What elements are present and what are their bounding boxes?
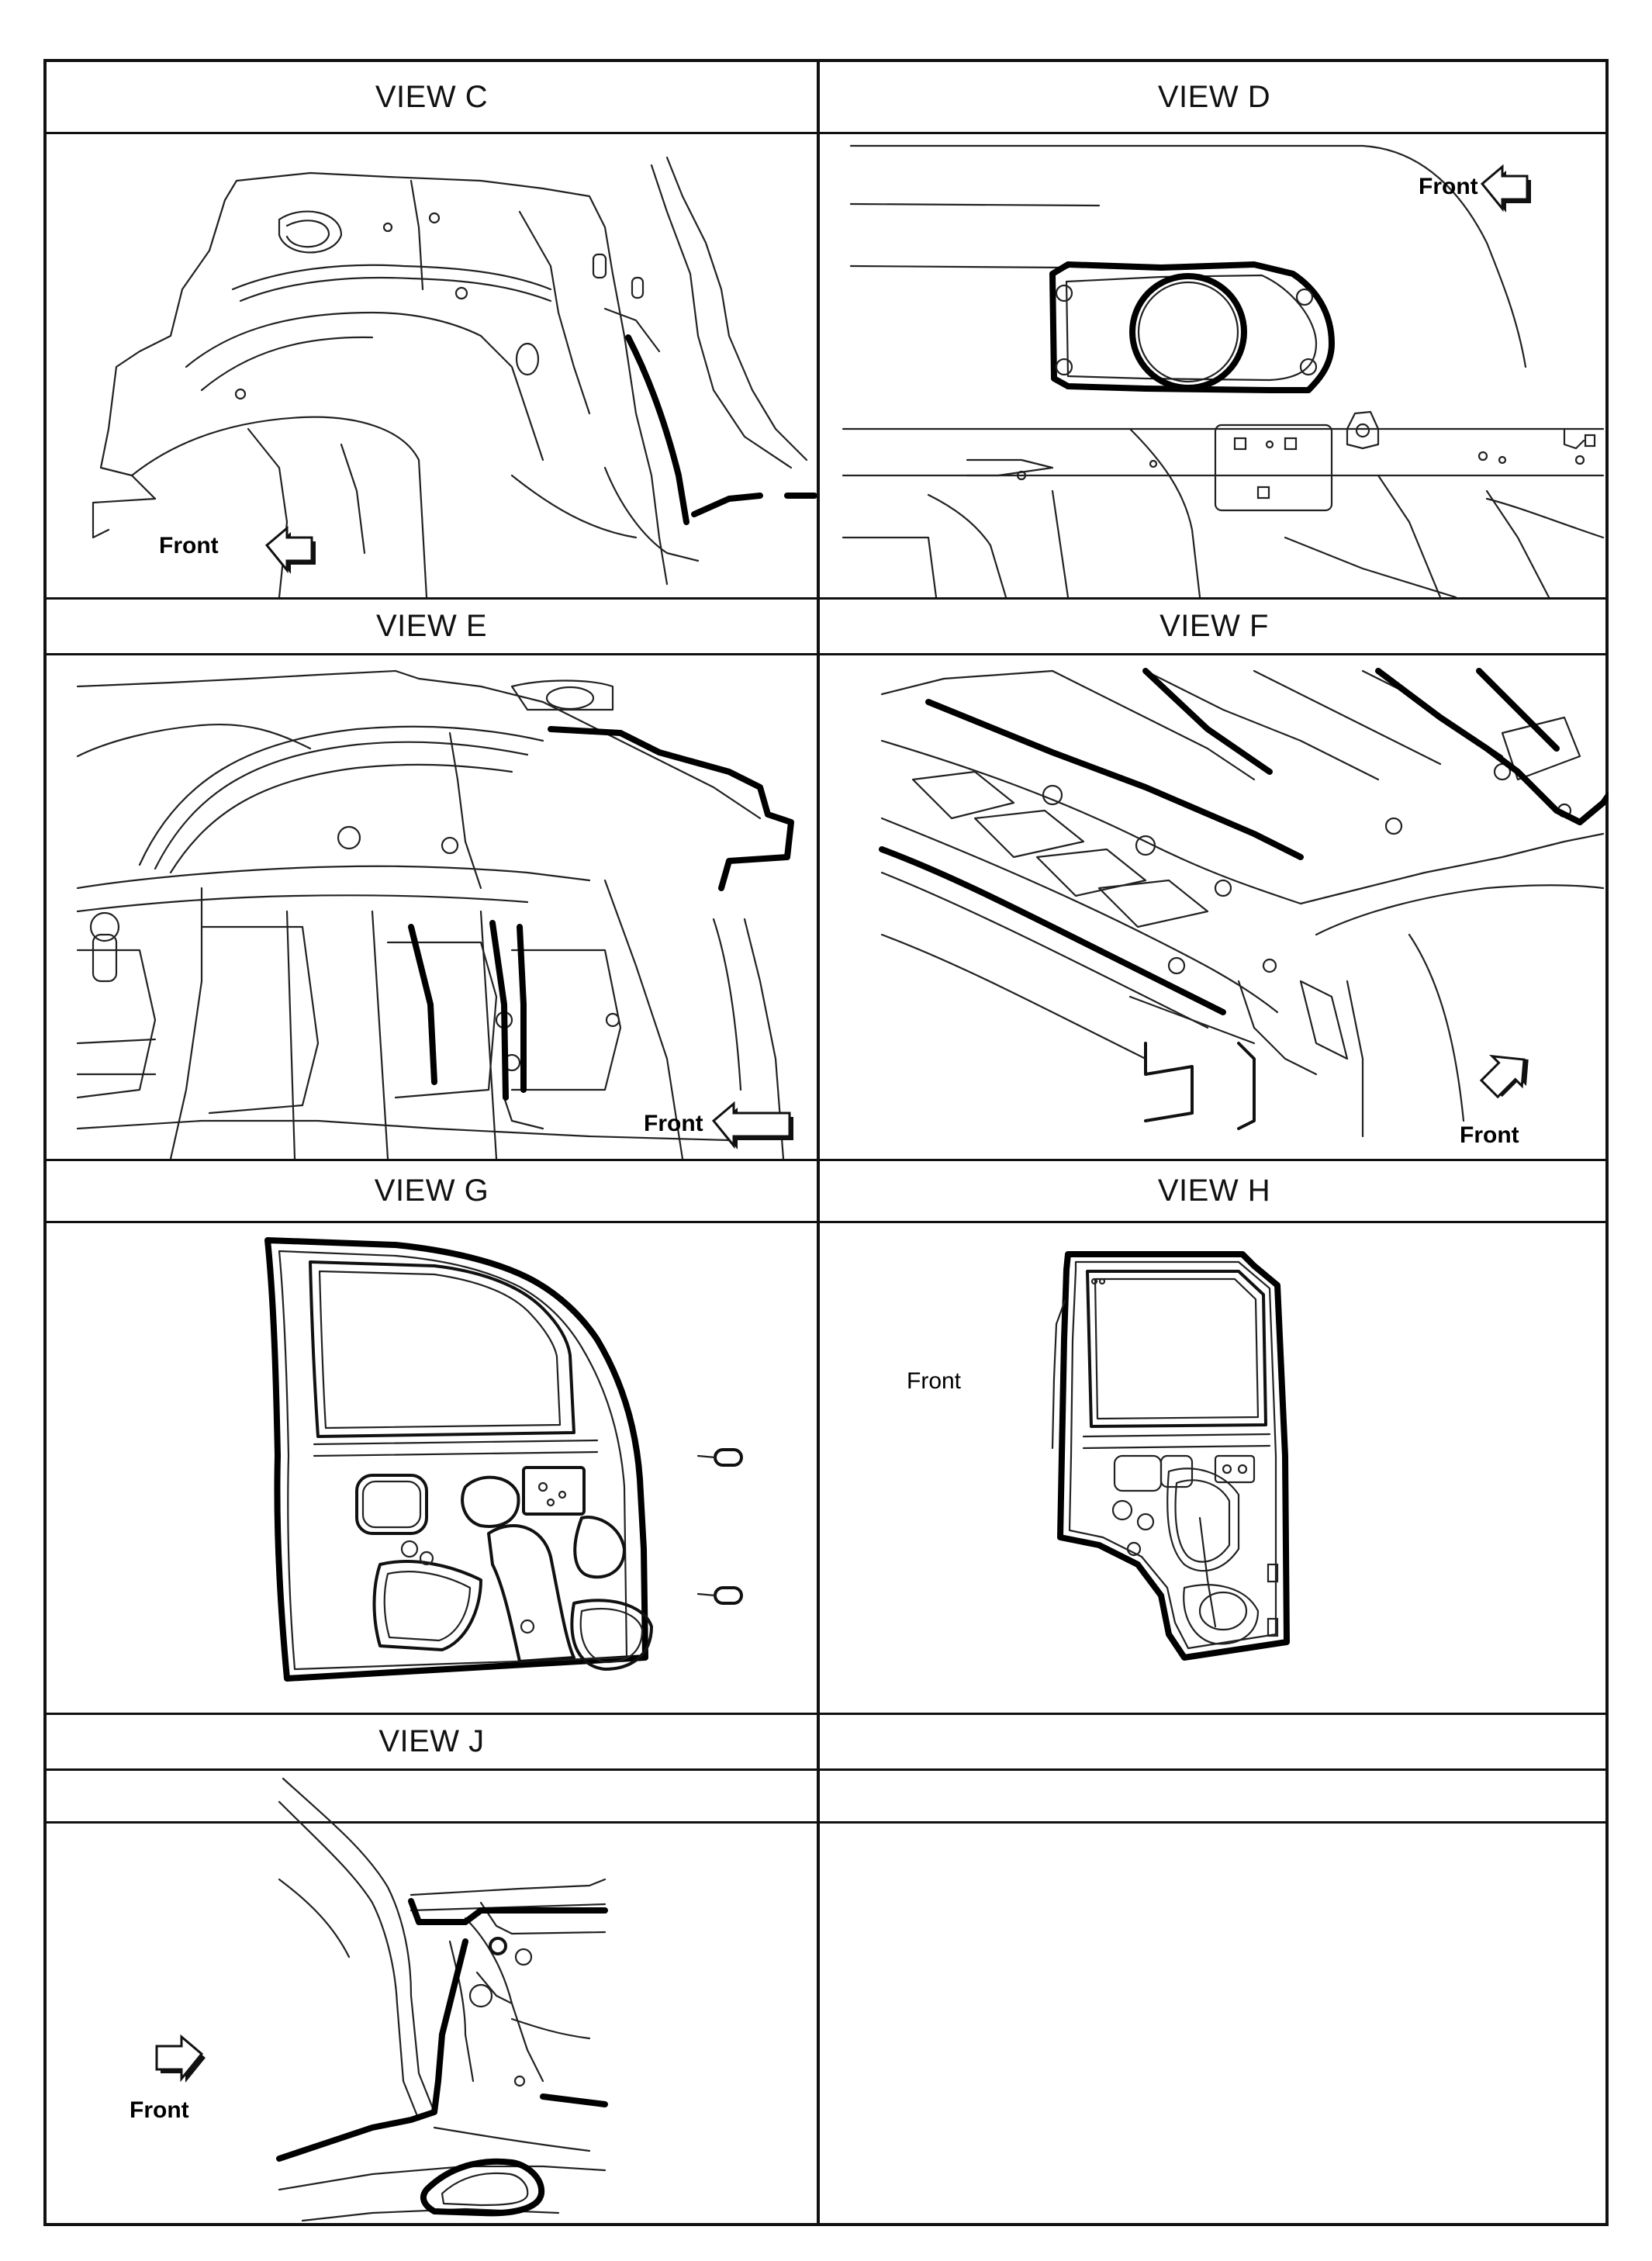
view-g-drawing bbox=[47, 1223, 817, 1713]
view-f-front-label: Front bbox=[1460, 1122, 1519, 1148]
view-e-title: VIEW E bbox=[375, 609, 488, 643]
view-d-front-label: Front bbox=[1419, 174, 1478, 199]
view-h-drawing: Front bbox=[820, 1223, 1609, 1713]
row-divider bbox=[47, 132, 1609, 134]
view-c-drawing: Front bbox=[47, 134, 817, 597]
view-grid: VIEW C VIEW D VIEW E VIEW F VIEW G VIEW … bbox=[43, 59, 1609, 2226]
view-h-title: VIEW H bbox=[1157, 1174, 1271, 1208]
view-f-title: VIEW F bbox=[1160, 609, 1269, 643]
view-j-front-label: Front bbox=[130, 2097, 189, 2123]
view-d-svg: Front bbox=[842, 144, 1605, 597]
view-h-front-label: Front bbox=[907, 1368, 962, 1394]
view-j-drawing: Front bbox=[47, 1771, 817, 2226]
row-divider bbox=[47, 1159, 1609, 1161]
view-h-svg: Front bbox=[907, 1251, 1290, 1661]
view-c-front-label: Front bbox=[159, 533, 219, 558]
view-g-title: VIEW G bbox=[374, 1174, 489, 1208]
view-c-title: VIEW C bbox=[375, 79, 489, 114]
row-divider bbox=[47, 597, 1609, 600]
row-divider bbox=[47, 1221, 1609, 1223]
row-divider bbox=[47, 1713, 1609, 1715]
view-c-svg: Front bbox=[92, 156, 817, 597]
view-d-title: VIEW D bbox=[1157, 79, 1271, 114]
column-divider bbox=[817, 62, 820, 2226]
row-divider bbox=[47, 653, 1609, 655]
view-j-title: VIEW J bbox=[378, 1724, 485, 1758]
row-divider bbox=[47, 1821, 1609, 1824]
view-d-drawing: Front bbox=[820, 134, 1609, 597]
view-e-front-label: Front bbox=[644, 1111, 703, 1136]
view-e-drawing: Front bbox=[47, 655, 817, 1159]
empty-cell-title bbox=[820, 1715, 1609, 1768]
row-divider bbox=[47, 1768, 1609, 1771]
empty-cell bbox=[820, 1771, 1609, 2226]
view-j-svg: Front bbox=[130, 1777, 608, 2222]
view-g-svg bbox=[264, 1237, 743, 1682]
view-e-svg: Front bbox=[76, 669, 794, 1159]
view-f-drawing: Front bbox=[820, 655, 1609, 1159]
view-f-svg: Front bbox=[879, 668, 1609, 1148]
